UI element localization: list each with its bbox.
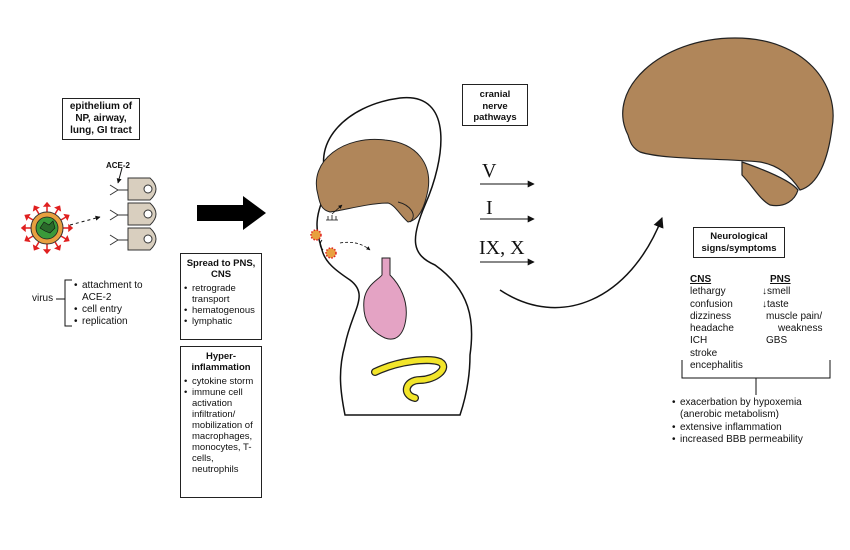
cns-column: CNS lethargy confusion dizziness headach… [690, 274, 743, 372]
virus-spike-tip [54, 244, 62, 251]
virus-step-replication: replication [74, 316, 162, 328]
pns-item-muscle-pain: muscle pain/ [766, 310, 823, 322]
epithelial-cells-icon [109, 177, 157, 251]
olfactory-icon [326, 204, 343, 221]
cns-header: CNS [690, 274, 712, 285]
curved-progression-arrow [499, 217, 664, 309]
cns-item-confusion: confusion [690, 298, 733, 310]
consequence-bbb: increased BBB permeability [672, 434, 830, 447]
virus-spike-tip [42, 201, 52, 207]
spread-box: Spread to PNS, CNS retrograde transport … [180, 253, 262, 340]
consequences-list: exacerbation by hypoxemia (anerobic meta… [672, 397, 830, 446]
epithelium-box: epithelium of NP, airway, lung, GI tract [62, 98, 140, 140]
virus-steps-list: attachment to ACE-2 cell entry replicati… [74, 280, 162, 328]
hyperinflammation-item-immune: immune cell activation infiltration/ mob… [184, 387, 258, 475]
virus-spike [27, 216, 34, 221]
virus-spike [60, 235, 67, 240]
hyperinflammation-item-cytokine: cytokine storm [184, 376, 258, 387]
virus-spike [54, 208, 59, 215]
neuro-signs-title: Neurological signs/symptoms [701, 231, 777, 254]
hyperinflammation-box: Hyper-inflammation cytokine storm immune… [180, 346, 262, 498]
pns-item-taste: ↓taste [762, 298, 789, 310]
spread-item-retrograde: retrograde transport [184, 283, 250, 305]
progression-arrow-icon [197, 196, 266, 230]
virus-spike-tip [24, 213, 31, 221]
cns-item-ich: ICH [690, 335, 708, 347]
brain-small-icon [315, 138, 430, 223]
spread-item-lymphatic: lymphatic [184, 316, 258, 327]
pns-item-weakness: weakness [778, 323, 823, 335]
pns-item-gbs: GBS [766, 335, 788, 347]
virus-spike-tip [54, 205, 62, 212]
virus-spike-tip [20, 223, 26, 233]
cns-item-stroke: stroke [690, 347, 718, 359]
hyperinflammation-title: Hyper-inflammation [191, 351, 251, 373]
cns-item-encephalitis: encephalitis [690, 360, 743, 372]
ace2-pointer-arrow [116, 167, 123, 184]
neuro-signs-box: Neurological signs/symptoms [693, 227, 785, 258]
cranial-nerve-label: cranial nerve pathways [473, 89, 517, 123]
consequence-inflammation: extensive inflammation [672, 422, 830, 435]
virus-spike [60, 216, 67, 221]
nerve-label-v: V [482, 160, 497, 182]
virus-spike-tip [42, 249, 52, 255]
virus-spike [35, 241, 40, 248]
ace2-label: ACE-2 [106, 161, 131, 170]
consequence-hypoxemia: exacerbation by hypoxemia (anerobic meta… [672, 397, 830, 422]
virus-particle-icon [20, 201, 74, 255]
face-virus-icon [310, 229, 371, 259]
spread-item-hematogenous: hematogenous [184, 305, 258, 316]
virus-spike-tip [68, 223, 74, 233]
pns-column: PNS ↓smell ↓taste muscle pain/ weakness … [762, 274, 822, 348]
cns-item-dizziness: dizziness [690, 310, 732, 322]
nerve-label-i: I [486, 197, 493, 219]
pns-header: PNS [770, 274, 791, 285]
pns-item-smell: ↓smell [762, 286, 791, 298]
epithelium-label: epithelium of NP, airway, lung, GI tract [69, 101, 133, 136]
virus-spike [27, 235, 34, 240]
virus-step-entry: cell entry [74, 304, 162, 316]
virus-spike-tip [24, 235, 31, 243]
spread-title: Spread to PNS, CNS [186, 258, 256, 280]
cns-item-headache: headache [690, 323, 734, 335]
virus-spike [54, 241, 59, 248]
stomach-icon [363, 257, 407, 340]
brain-large-icon [622, 37, 834, 207]
virus-to-cell-arrow [69, 215, 101, 226]
virus-spike-tip [32, 244, 40, 251]
virus-spike-tip [63, 235, 70, 243]
virus-spike-tip [32, 205, 40, 212]
virus-label: virus [32, 293, 54, 304]
virus-spike-tip [63, 213, 70, 221]
virus-spike [35, 208, 40, 215]
virus-steps-bracket [64, 279, 72, 327]
intestine-icon [372, 357, 446, 401]
cranial-nerve-box: cranial nerve pathways [462, 84, 528, 126]
cns-item-lethargy: lethargy [690, 286, 726, 298]
virus-step-attachment: attachment to ACE-2 [74, 280, 162, 304]
nerve-label-ix-x: IX, X [479, 237, 525, 259]
